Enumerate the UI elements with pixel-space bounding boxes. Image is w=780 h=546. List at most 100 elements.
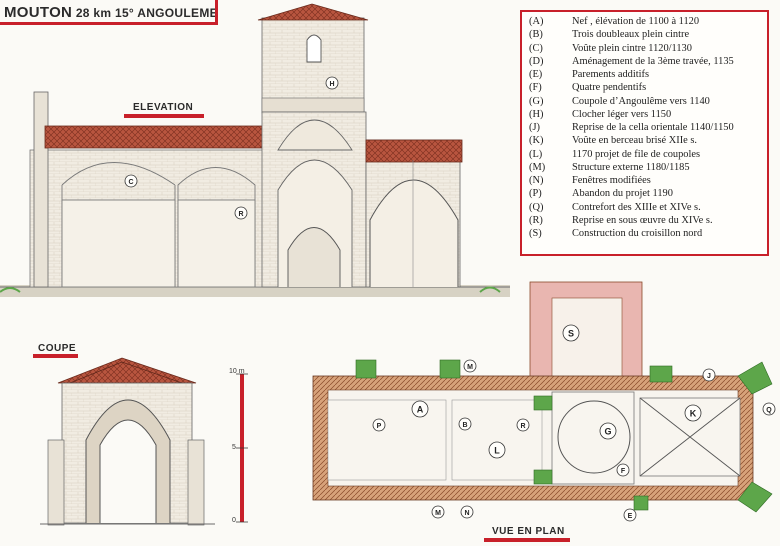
- legend-list: (A) Nef , élévation de 1100 à 1120 (B) Troi…: [529, 15, 767, 240]
- marker-j: J: [702, 368, 716, 382]
- plan-underline: [484, 538, 570, 542]
- marker-b: B: [458, 417, 472, 431]
- legend-item: (E) Parements additifs: [529, 68, 767, 81]
- tower-roof: [257, 3, 369, 21]
- marker-r: R: [516, 418, 530, 432]
- scale-bar: [236, 373, 248, 523]
- marker-letter: S: [568, 329, 574, 339]
- marker-letter: J: [707, 373, 711, 380]
- legend-code: (J): [529, 122, 540, 133]
- legend-code: (N): [529, 175, 544, 186]
- legend-code: (B): [529, 29, 543, 41]
- marker-letter: N: [464, 510, 469, 517]
- marker-letter: M: [435, 510, 441, 517]
- markers-layer: A B C E F G H J K L M M N P Q R R S: [124, 76, 776, 522]
- marker-g: G: [599, 422, 617, 440]
- scale-zero: 0: [232, 517, 236, 524]
- title-bar: [215, 0, 218, 24]
- legend-text: Construction du croisillon nord: [572, 228, 703, 239]
- legend-code: (P): [529, 188, 542, 200]
- marker-letter: R: [520, 423, 525, 430]
- legend-text: Nef , élévation de 1100 à 1120: [572, 16, 700, 27]
- elevation-label: ELEVATION: [133, 102, 194, 113]
- town-name: MOUTON: [4, 4, 73, 21]
- marker-letter: Q: [766, 407, 772, 414]
- cupola: [277, 119, 353, 151]
- legend-code: (Q): [529, 201, 544, 213]
- marker-letter: A: [417, 405, 424, 415]
- legend-code: (K): [529, 135, 544, 147]
- legend-item: (P) Abandon du projet 1190: [529, 187, 767, 200]
- legend-item: (S) Construction du croisillon nord: [529, 227, 767, 240]
- legend-code: (F): [529, 82, 542, 94]
- legend-code: (G): [529, 95, 544, 107]
- legend-item: (C)Voûte plein cintre 1120/1130: [529, 42, 767, 55]
- legend-text: 1170 projet de file de coupoles: [572, 148, 701, 160]
- marker-q: Q: [762, 402, 776, 416]
- marker-a: A: [411, 400, 429, 418]
- legend-text: Voûte plein cintre 1120/1130: [572, 42, 692, 54]
- marker-k: K: [684, 404, 702, 422]
- marker-letter: H: [329, 81, 334, 88]
- legend-code: (E): [529, 69, 543, 80]
- marker-letter: G: [604, 427, 611, 437]
- legend-item: (G) Coupole d’Angoulême vers 1140: [529, 95, 767, 108]
- scale-five: 5: [232, 444, 236, 451]
- marker-letter: P: [377, 423, 382, 430]
- elevation-drawing: [0, 3, 510, 297]
- marker-letter: L: [494, 446, 500, 456]
- legend-text: Contrefort des XIIIe et XIVe s.: [572, 201, 701, 213]
- legend-code: (D): [529, 55, 544, 67]
- marker-s: S: [562, 324, 580, 342]
- legend-text: Reprise de la cella orientale 1140/1150: [572, 122, 734, 133]
- legend-text: Parements additifs: [572, 69, 650, 80]
- marker-m: M: [463, 359, 477, 373]
- marker-l: L: [488, 441, 506, 459]
- legend-item: (M) Structure externe 1180/1185: [529, 161, 767, 174]
- legend-code: (L): [529, 148, 543, 160]
- ground: [0, 285, 510, 297]
- nave-roof: [44, 125, 264, 149]
- legend-item: (R) Reprise en sous œuvre du XIVe s.: [529, 214, 767, 227]
- marker-n: N: [460, 505, 474, 519]
- legend-code: (A): [529, 16, 544, 27]
- marker-letter: C: [128, 179, 133, 186]
- coupe-drawing: [40, 357, 215, 526]
- legend-item: (A) Nef , élévation de 1100 à 1120: [529, 15, 767, 28]
- marker-e: E: [623, 508, 637, 522]
- legend-text: Quatre pendentifs: [572, 82, 647, 94]
- legend-text: Abandon du projet 1190: [572, 188, 673, 200]
- legend-code: (M): [529, 161, 546, 173]
- legend-item: (H)Clocher léger vers 1150: [529, 108, 767, 121]
- legend-text: Clocher léger vers 1150: [572, 108, 672, 120]
- legend-item: (B) Trois doubleaux plein cintre: [529, 28, 767, 41]
- legend-item: (K)Voûte en berceau brisé XIIe s.: [529, 134, 767, 147]
- marker-letter: R: [238, 211, 243, 218]
- coupe-label: COUPE: [38, 343, 77, 354]
- elevation-underline: [124, 114, 204, 118]
- legend-item: (F) Quatre pendentifs: [529, 81, 767, 94]
- west-pier: [33, 91, 49, 288]
- marker-letter: B: [462, 422, 467, 429]
- marker-letter: F: [621, 468, 626, 475]
- legend-text: Structure externe 1180/1185: [572, 161, 690, 173]
- legend-text: Reprise en sous œuvre du XIVe s.: [572, 214, 713, 226]
- marker-c: C: [124, 174, 138, 188]
- marker-f: F: [616, 463, 630, 477]
- legend-text: Fenêtres modifiées: [572, 175, 651, 186]
- legend-text: Coupole d’Angoulême vers 1140: [572, 95, 710, 107]
- legend-item: (L) 1170 projet de file de coupoles: [529, 148, 767, 161]
- legend-item: (J) Reprise de la cella orientale 1140/11…: [529, 121, 767, 134]
- marker-letter: K: [690, 409, 697, 419]
- marker-h: H: [325, 76, 339, 90]
- bell-tower: [261, 17, 365, 114]
- tower-window: [306, 34, 322, 63]
- legend-text: Trois doubleaux plein cintre: [572, 29, 690, 41]
- legend-code: (R): [529, 214, 543, 226]
- plan-drawing: [312, 281, 773, 513]
- buttresses: [355, 359, 773, 513]
- legend-code: (S): [529, 228, 542, 239]
- coupe-underline: [33, 354, 78, 358]
- scale-ten: 10 m: [229, 368, 245, 375]
